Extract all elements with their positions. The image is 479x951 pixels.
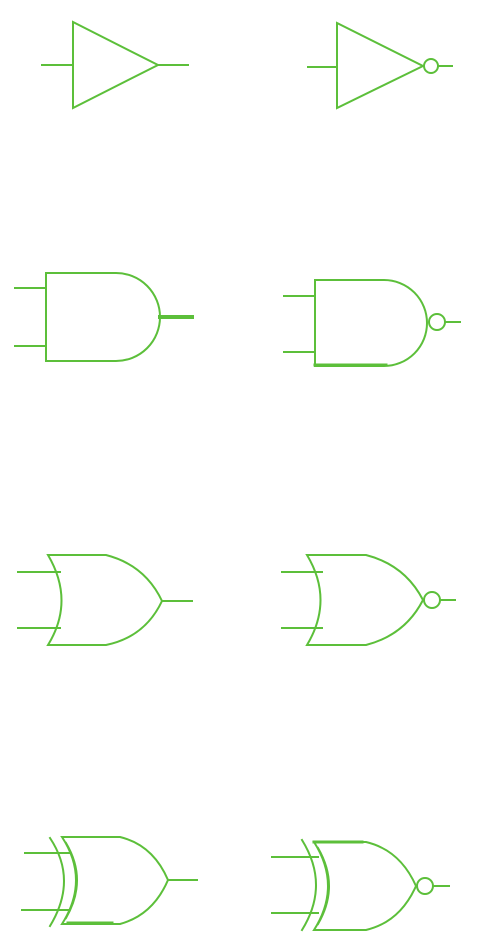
xor-inner-arc [64, 841, 78, 920]
xnor-inner-arc [316, 846, 330, 926]
and-gate [14, 272, 194, 362]
buffer-triangle [72, 20, 161, 110]
nand-inversion-bubble [428, 313, 446, 331]
or-body [46, 554, 164, 646]
not-inversion-bubble [423, 58, 439, 74]
not-gate [307, 21, 453, 110]
nor-body [305, 554, 425, 646]
xnor-gate [271, 838, 450, 932]
nand-gate [283, 279, 461, 367]
xor-extra-arc [48, 836, 65, 928]
nor-gate [281, 554, 456, 646]
buffer-gate [41, 20, 189, 110]
not-triangle [336, 21, 426, 110]
and-body [45, 272, 161, 362]
xnor-inversion-bubble [416, 877, 434, 895]
or-gate [17, 554, 193, 646]
xor-gate [21, 836, 198, 928]
nand-body [314, 279, 428, 367]
nor-inversion-bubble [423, 591, 441, 609]
xnor-extra-arc [300, 838, 317, 932]
